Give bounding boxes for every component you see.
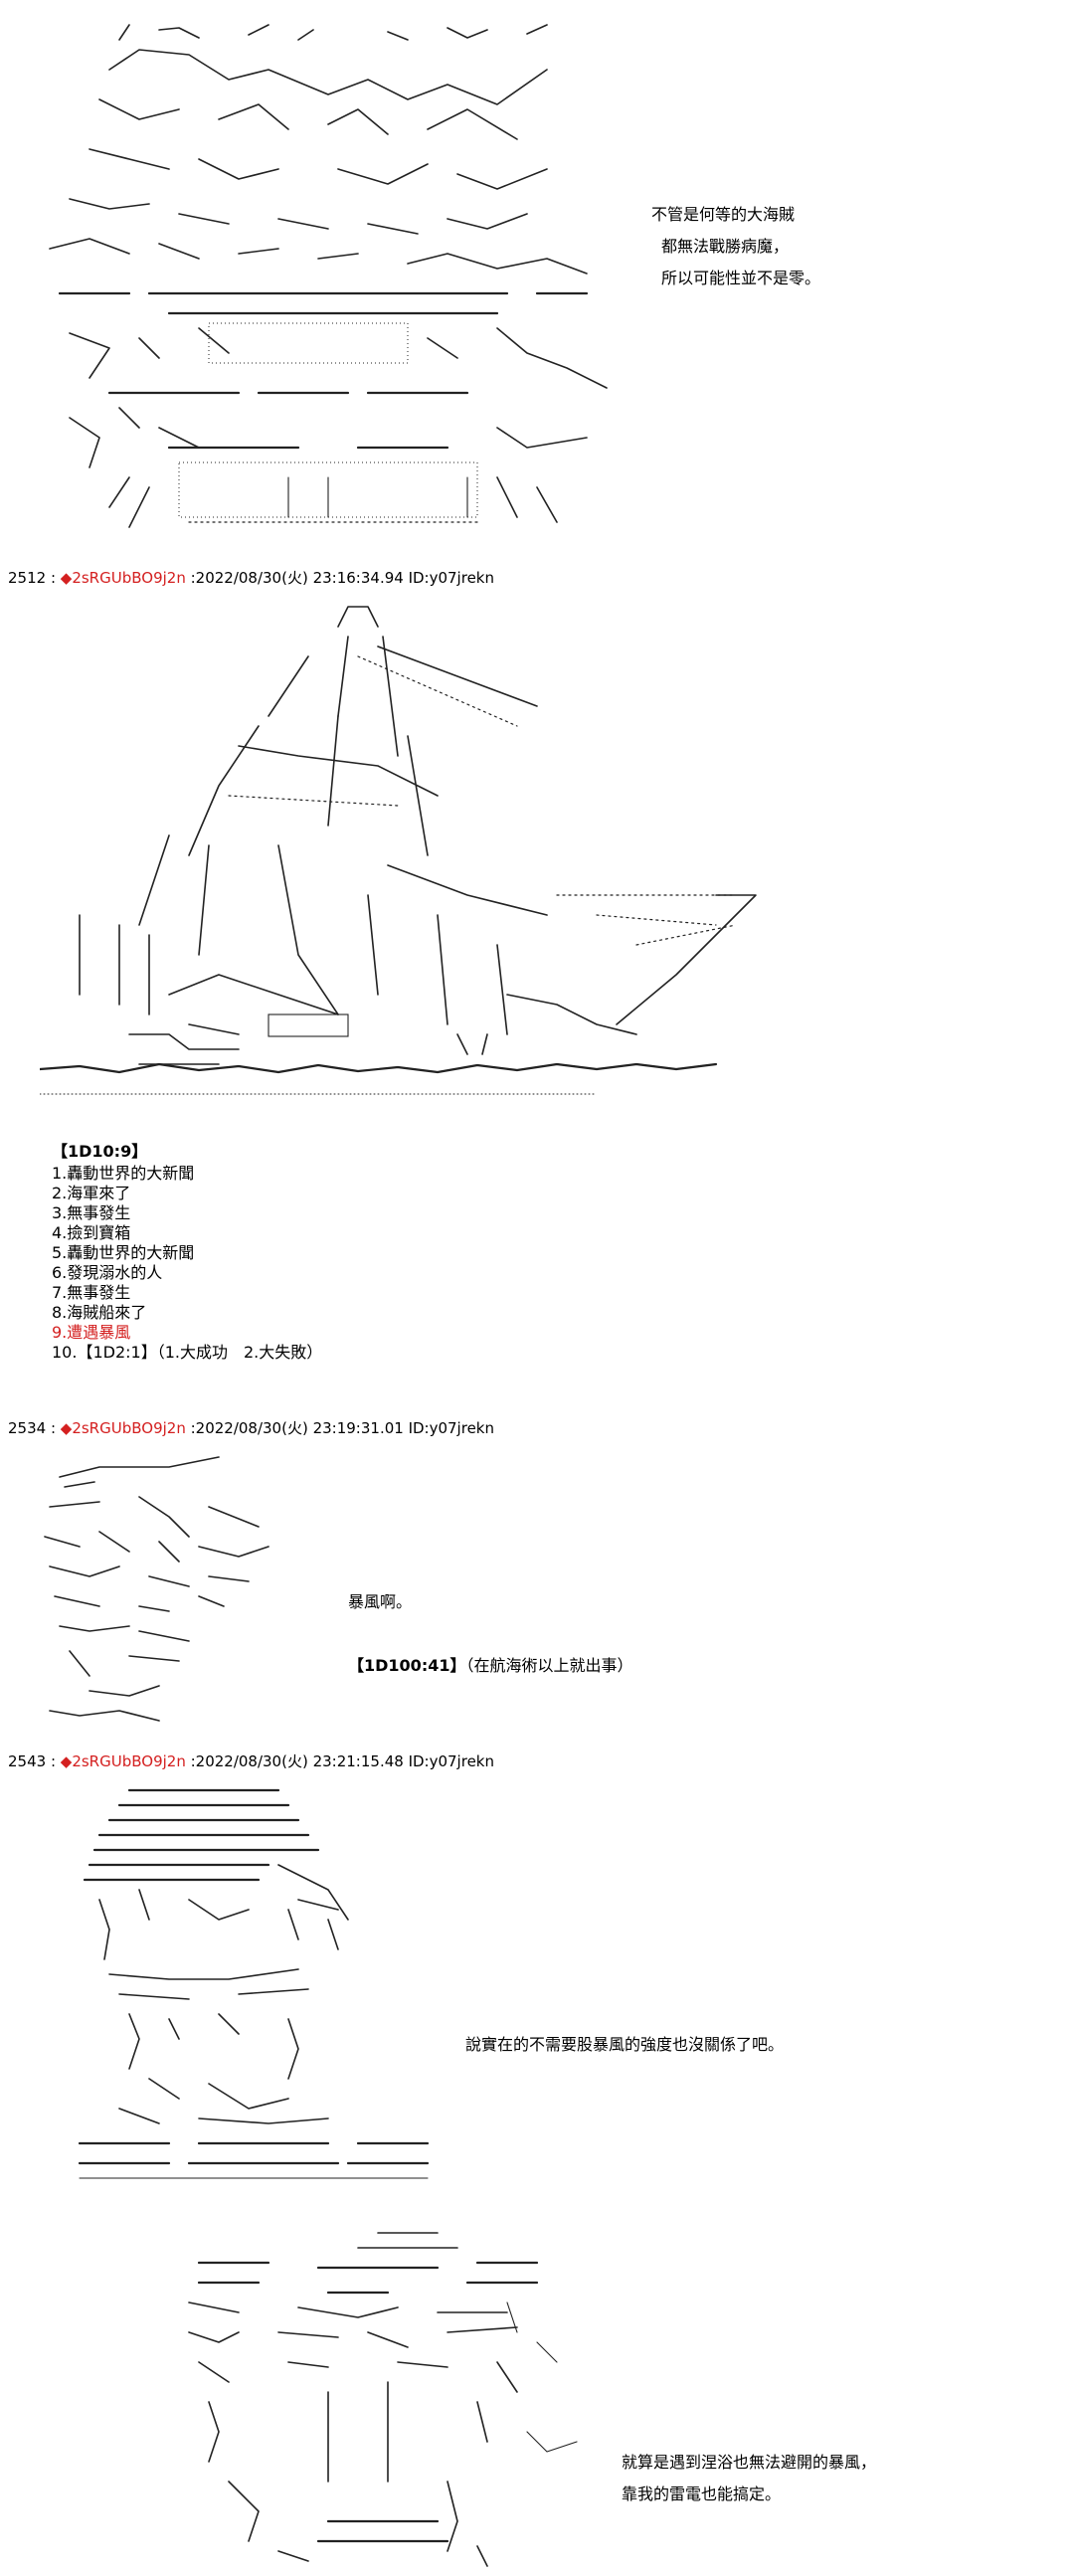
post-number[interactable]: 2543 xyxy=(8,1752,47,1770)
trip-diamond: ◆ xyxy=(60,1419,73,1437)
dialogue-enel: 就算是遇到涅浴也無法避開的暴風， 靠我的雷電也能搞定。 xyxy=(622,2447,876,2510)
list-item: 4.撿到寶箱 xyxy=(52,1223,131,1242)
poster-name[interactable]: 2sRGUbBO9j2n xyxy=(72,569,186,587)
dice-roll-value: 【1D100:41】 xyxy=(348,1656,466,1675)
dialogue-storm: 暴風啊。 xyxy=(348,1592,413,1611)
post-header: 2543 : ◆2sRGUbBO9j2n :2022/08/30(火) 23:2… xyxy=(8,1752,494,1770)
dialogue-pirate: 不管是何等的大海賊 都無法戰勝病魔， 所以可能性並不是零。 xyxy=(651,199,820,294)
ascii-art-pirate xyxy=(30,10,646,537)
list-item: 7.無事發生 xyxy=(52,1283,131,1302)
dialogue-line: 不管是何等的大海賊 xyxy=(651,205,796,224)
dialogue-captain: 說實在的不需要股暴風的強度也沒關係了吧。 xyxy=(465,2035,785,2054)
list-item: 6.發現溺水的人 xyxy=(52,1263,163,1282)
list-item: 5.轟動世界的大新聞 xyxy=(52,1243,195,1262)
dice-roll-note: （在航海術以上就出事） xyxy=(465,1656,633,1675)
list-item: 8.海賊船來了 xyxy=(52,1303,147,1322)
dialogue-line: 所以可能性並不是零。 xyxy=(661,269,821,287)
dice-title: 【1D10:9】 xyxy=(52,1142,148,1161)
trip-diamond: ◆ xyxy=(60,569,73,587)
list-item: 10.【1D2:1】（1.大成功 2.大失敗） xyxy=(52,1343,323,1362)
event-list: 1.轟動世界的大新聞 2.海軍來了 3.無事發生 4.撿到寶箱 5.轟動世界的大… xyxy=(52,1164,322,1363)
post-number[interactable]: 2512 xyxy=(8,569,47,587)
list-item: 3.無事發生 xyxy=(52,1203,131,1222)
list-item: 2.海軍來了 xyxy=(52,1184,131,1202)
post-meta: :2022/08/30(火) 23:19:31.01 ID:y07jrekn xyxy=(185,1419,494,1437)
poster-name[interactable]: 2sRGUbBO9j2n xyxy=(72,1419,186,1437)
dialogue-line: 就算是遇到涅浴也無法避開的暴風， xyxy=(622,2453,877,2472)
list-item-highlighted: 9.遭遇暴風 xyxy=(52,1323,131,1342)
dialogue-line: 靠我的雷電也能搞定。 xyxy=(622,2484,782,2503)
ascii-art-enel xyxy=(179,2223,597,2571)
ascii-art-character xyxy=(40,1447,298,1736)
post-meta: :2022/08/30(火) 23:21:15.48 ID:y07jrekn xyxy=(185,1752,494,1770)
list-item: 1.轟動世界的大新聞 xyxy=(52,1164,195,1183)
post-header: 2534 : ◆2sRGUbBO9j2n :2022/08/30(火) 23:1… xyxy=(8,1419,494,1437)
ascii-art-captain xyxy=(70,1780,448,2188)
dialogue-line: 都無法戰勝病魔， xyxy=(661,237,790,256)
ascii-art-ship xyxy=(40,597,786,1134)
dice-roll: 【1D100:41】（在航海術以上就出事） xyxy=(348,1656,633,1676)
post-meta: :2022/08/30(火) 23:16:34.94 ID:y07jrekn xyxy=(185,569,494,587)
post-header: 2512 : ◆2sRGUbBO9j2n :2022/08/30(火) 23:1… xyxy=(8,569,494,587)
trip-diamond: ◆ xyxy=(60,1752,73,1770)
poster-name[interactable]: 2sRGUbBO9j2n xyxy=(72,1752,186,1770)
post-number[interactable]: 2534 xyxy=(8,1419,47,1437)
